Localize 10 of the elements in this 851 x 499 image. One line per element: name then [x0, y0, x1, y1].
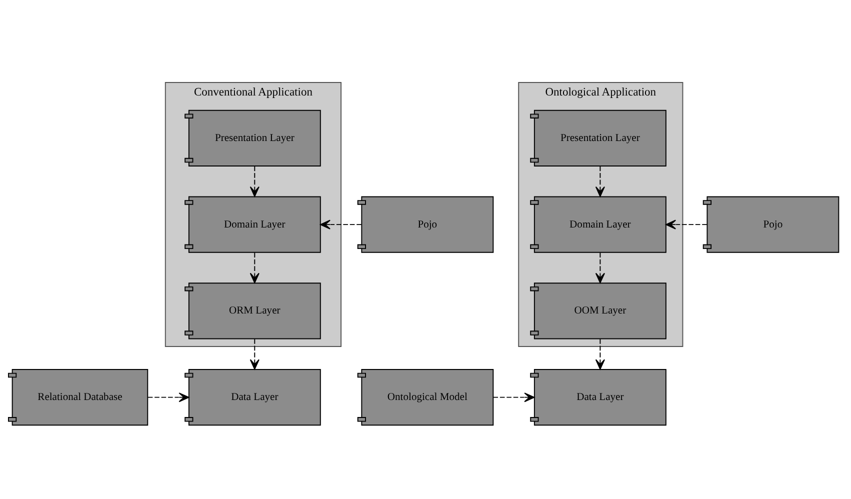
- arrow: [250, 252, 260, 283]
- arrow: [250, 338, 260, 370]
- arrow: [595, 165, 605, 196]
- arrow: [250, 165, 260, 196]
- arrow: [320, 219, 362, 229]
- arrow: [492, 392, 535, 402]
- arrow: [666, 219, 708, 229]
- arrow: [147, 392, 190, 402]
- arrow: [595, 252, 605, 283]
- arrow: [595, 338, 605, 370]
